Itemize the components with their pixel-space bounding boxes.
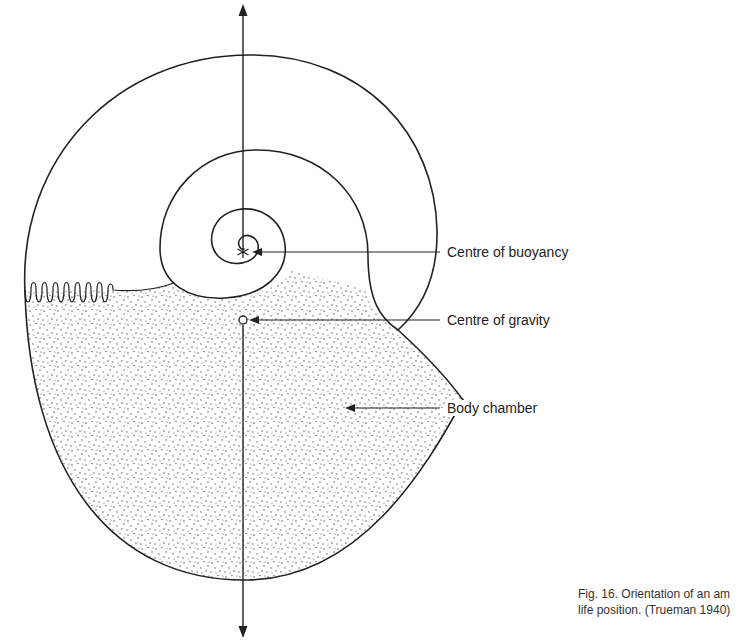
gravity-point <box>239 316 247 324</box>
inner-whorl <box>160 150 398 330</box>
buoyancy-arrow <box>239 4 248 246</box>
gravity-arrow <box>239 325 248 638</box>
body-chamber-outline <box>25 292 463 580</box>
body-chamber-stipple <box>25 270 463 580</box>
part-label: Centre of gravity <box>445 312 552 329</box>
buoyancy-star <box>238 246 249 258</box>
aperture-edge <box>398 330 463 400</box>
suture-line <box>25 283 174 303</box>
part-label: Centre of buoyancy <box>445 244 570 261</box>
leader-lines <box>249 248 440 412</box>
figure-caption: Fig. 16. Orientation of an am life posit… <box>578 586 741 618</box>
part-label: Body chamber <box>445 400 539 417</box>
shell-outline <box>25 55 437 330</box>
